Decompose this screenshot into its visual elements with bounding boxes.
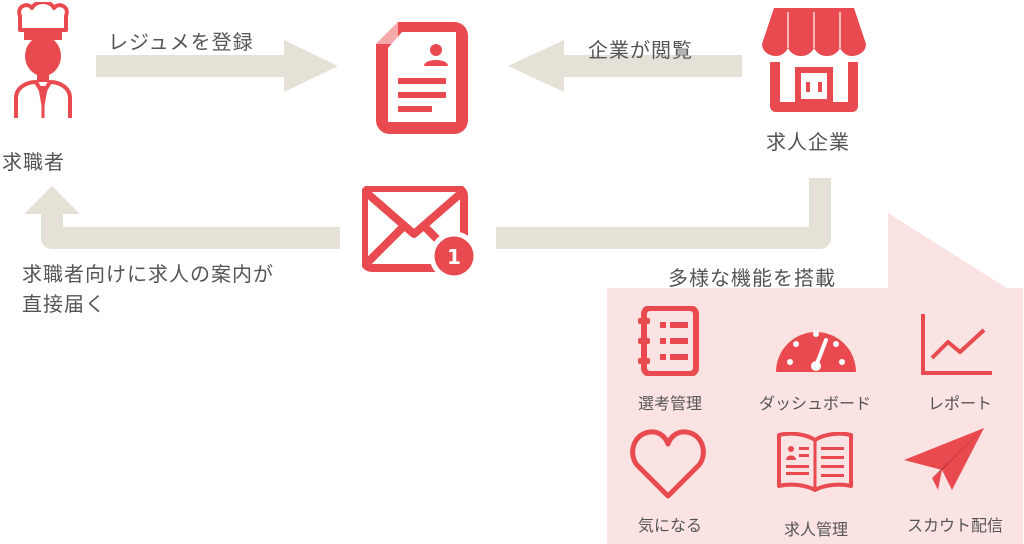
register-label: レジュメを登録 — [108, 30, 254, 54]
job-seeker-node: 求職者 — [0, 0, 90, 180]
notify-label-line2: 直接届く — [22, 292, 106, 316]
storefront-icon — [762, 8, 866, 112]
feature-label-selection: 選考管理 — [637, 394, 702, 413]
notify-arrow — [24, 186, 340, 249]
speedometer-icon — [776, 331, 856, 372]
browse-arrow — [508, 40, 742, 92]
chef-icon — [14, 2, 72, 118]
features-panel-pointer — [888, 213, 1010, 290]
feature-label-dashboard: ダッシュボード — [758, 394, 871, 413]
open-book-icon — [777, 432, 853, 492]
heart-icon — [630, 429, 706, 499]
notification-badge — [429, 231, 479, 281]
browse-label: 企業が閲覧 — [588, 38, 693, 62]
register-arrow — [96, 40, 338, 92]
notify-label-line1: 求職者向けに求人の案内が — [22, 262, 274, 286]
job-seeker-label: 求職者 — [2, 150, 65, 174]
notify-path-right — [496, 178, 831, 249]
features-panel — [607, 288, 1023, 544]
feature-label-scout: スカウト配信 — [906, 516, 1003, 535]
feature-label-report: レポート — [927, 394, 992, 413]
features-title: 多様な機能を搭載 — [668, 266, 836, 290]
feature-label-job-management: 求人管理 — [783, 520, 848, 539]
line-chart-icon — [921, 314, 992, 375]
notebook-list-icon — [638, 306, 699, 376]
resume-document-icon — [376, 22, 468, 134]
feature-label-interested: 気になる — [637, 516, 702, 535]
badge-count: 1 — [447, 245, 461, 269]
company-label: 求人企業 — [766, 130, 850, 154]
paper-plane-icon — [904, 428, 984, 490]
mail-notification-icon — [362, 186, 479, 281]
company-node: 求人企業 — [750, 0, 880, 160]
